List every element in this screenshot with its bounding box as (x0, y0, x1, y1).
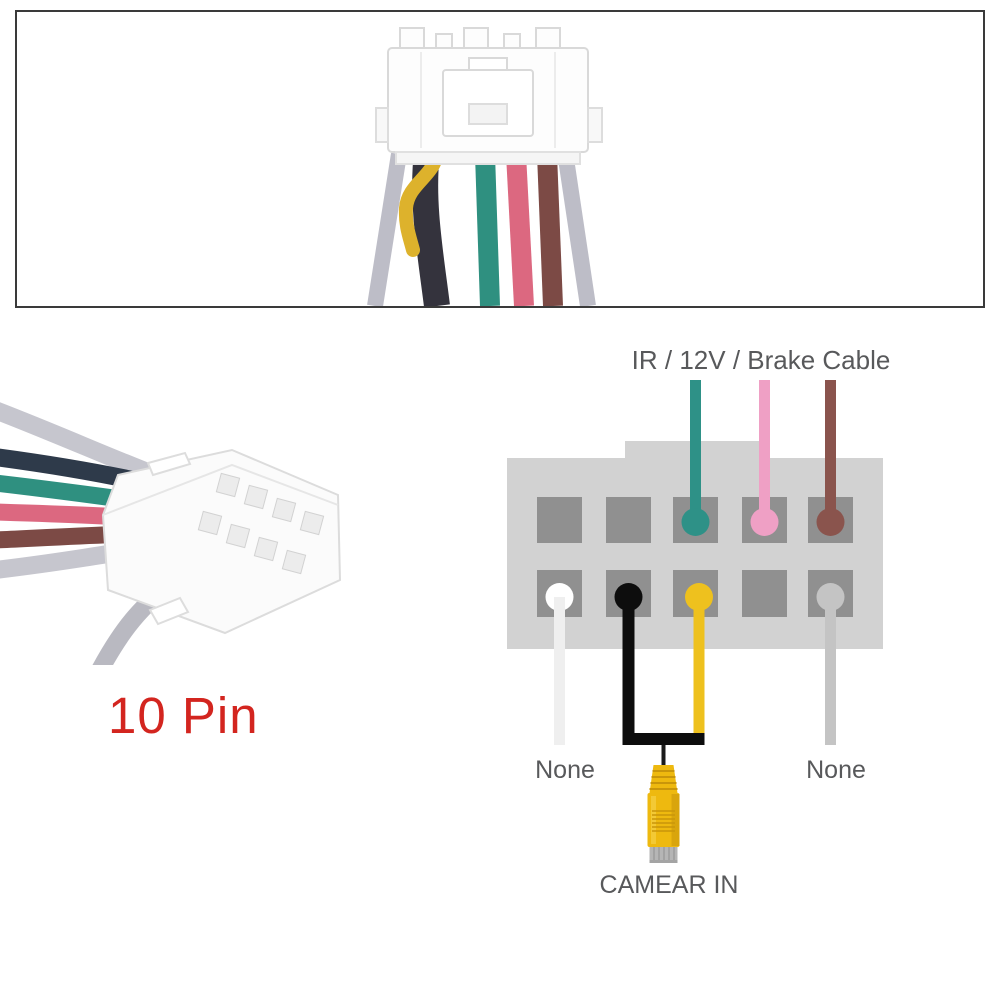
housing-edge (102, 463, 339, 516)
pin-slot-1 (537, 497, 582, 543)
latch-slot (468, 103, 508, 125)
none-right-label: None (806, 756, 866, 784)
connector-angle-photo (0, 402, 342, 665)
wiring-diagram: IR / 12V / Brake Cable None None CAMEAR … (507, 345, 891, 899)
ir-wire-pin-dot (681, 508, 710, 536)
rca-plug (647, 745, 680, 863)
pin-hole (215, 472, 241, 498)
top-latch (146, 451, 192, 477)
bottom-latch (148, 596, 190, 626)
pin-hole (253, 536, 279, 562)
pin-hole (271, 497, 297, 523)
yellow-wire (398, 147, 444, 257)
pin-hole (299, 510, 325, 536)
pin-slot-9 (742, 570, 787, 617)
rca-body-shade (671, 794, 680, 846)
pin-hole (197, 510, 223, 536)
black-yellow-junction-bar (622, 733, 705, 745)
pin-hole (281, 549, 307, 575)
none-left-label: None (535, 756, 595, 784)
connector-front-photo (367, 27, 603, 306)
camera-in-label: CAMEAR IN (600, 871, 739, 899)
top-wires-label: IR / 12V / Brake Cable (632, 345, 891, 375)
top-photo-frame (15, 10, 985, 308)
side-wing (375, 107, 389, 143)
pin-hole (225, 523, 251, 549)
side-wing (587, 107, 603, 143)
rca-grip-lines (652, 810, 675, 832)
pin-holes (197, 472, 325, 575)
brown-wire (537, 153, 563, 306)
connector-housing (375, 27, 603, 165)
connector-body (101, 448, 342, 635)
pink-wire (506, 153, 534, 306)
pin-count-label: 10 Pin (108, 687, 259, 744)
green-wire (475, 153, 500, 306)
brake-wire-pin-dot (816, 508, 845, 536)
connector-housing (101, 448, 342, 635)
12v-wire-pin-dot (750, 508, 779, 536)
pin-slot-2 (606, 497, 651, 543)
gray-right-wire (557, 150, 596, 306)
pin-hole (243, 484, 269, 510)
gray-left-wire (367, 152, 407, 306)
rca-tip-edge (649, 860, 678, 863)
bottom-skirt (395, 151, 581, 165)
rca-body-highlight (651, 796, 656, 844)
